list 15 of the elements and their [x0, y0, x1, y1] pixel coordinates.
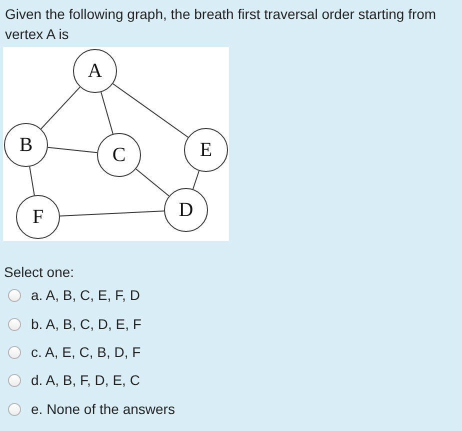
question-text: Given the following graph, the breath first traversal order starting from vertex A is — [5, 5, 438, 44]
answer-option: a. A, B, C, E, F, D — [31, 285, 140, 305]
graph-edge — [59, 210, 165, 216]
graph-edge — [112, 83, 189, 138]
graph-edge — [47, 146, 98, 154]
graph-edge — [192, 170, 200, 190]
graph-edge — [40, 86, 80, 130]
answer-option: c. A, E, C, B, D, F — [31, 342, 141, 362]
graph-edge — [136, 168, 170, 197]
answer-option: d. A, B, F, D, E, C — [31, 370, 140, 390]
answer-option: e. None of the answers — [31, 399, 175, 419]
graph-edge — [100, 92, 114, 134]
answer-option: b. A, B, C, D, E, F — [31, 314, 142, 334]
instruction-text: Select one: — [4, 263, 74, 282]
graph-edge — [29, 166, 35, 196]
